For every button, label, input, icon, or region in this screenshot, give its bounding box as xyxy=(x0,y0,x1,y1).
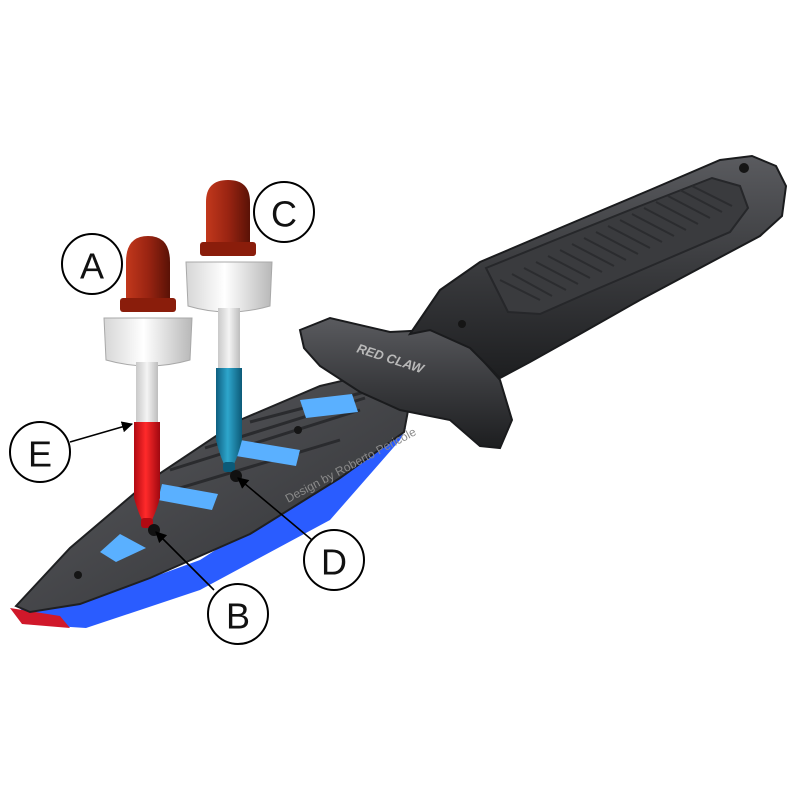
dropper-red-bulb xyxy=(126,236,170,300)
handle-holes xyxy=(458,163,749,328)
leader-e xyxy=(69,421,134,443)
leader-b xyxy=(155,531,215,591)
dropper-red-tip xyxy=(141,518,153,528)
dropper-red xyxy=(103,236,193,528)
blade-accents xyxy=(100,394,358,562)
callout-b: B xyxy=(207,583,269,645)
dropper-blue-bulb xyxy=(206,180,250,244)
dropper-red-liquid xyxy=(134,422,160,520)
dropper-red-cap xyxy=(103,317,193,367)
dropper-blue-bulb-ring xyxy=(200,242,256,256)
svg-text:A: A xyxy=(80,246,104,287)
callout-d: D xyxy=(303,529,365,591)
svg-text:B: B xyxy=(226,596,250,637)
guard xyxy=(298,316,514,450)
dropper-blue-liquid xyxy=(216,368,242,464)
dropper-blue-cap xyxy=(185,261,273,313)
svg-text:C: C xyxy=(271,194,297,235)
leader-d xyxy=(237,477,313,541)
blade-holes xyxy=(74,426,302,579)
dropper-blue-tip xyxy=(223,462,235,472)
svg-text:D: D xyxy=(321,542,347,583)
dropper-blue-tube xyxy=(218,308,240,370)
leader-lines xyxy=(69,421,313,591)
knife: Design by Roberto Pericole RED CLAW xyxy=(10,154,788,628)
callout-a: A xyxy=(61,233,123,295)
dropper-red-tube xyxy=(136,362,158,424)
grip-panel xyxy=(484,176,750,316)
svg-text:E: E xyxy=(28,434,52,475)
callout-c: C xyxy=(253,181,315,243)
blade-edge-red-tip xyxy=(10,608,70,628)
dropper-red-bulb-ring xyxy=(120,298,176,312)
grip-ribs xyxy=(499,185,733,301)
callout-e: E xyxy=(9,421,71,483)
dropper-blue xyxy=(185,180,273,472)
